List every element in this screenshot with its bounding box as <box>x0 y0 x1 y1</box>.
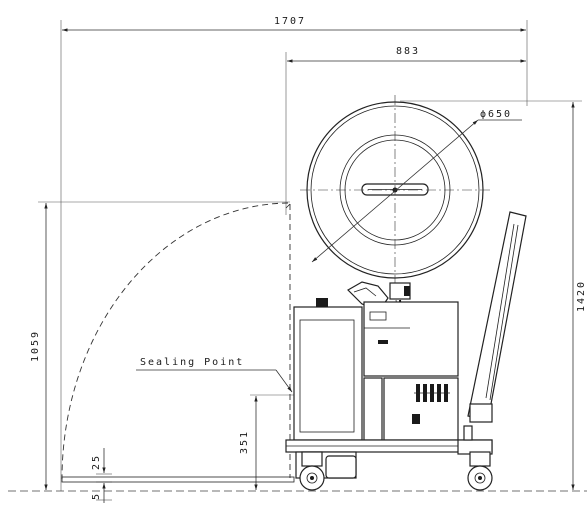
dimension-overall-height: 1420 <box>400 100 587 490</box>
dimension-text-overall-height: 1420 <box>576 280 587 312</box>
reel-diameter-text: ϕ650 <box>480 109 512 120</box>
dimension-door-height: 1059 <box>30 201 290 490</box>
door-open-position <box>61 476 295 483</box>
caster-right <box>467 451 493 491</box>
dimension-overall-length: 1707 <box>60 16 528 491</box>
bumper-block <box>325 455 357 479</box>
handle-bar <box>467 211 527 423</box>
dimension-text-clearance-upper: 25 <box>91 454 102 470</box>
dimension-text-clearance-lower: 5 <box>91 492 102 500</box>
dimension-text-overall-length: 1707 <box>274 16 306 27</box>
sealing-point-label: Sealing Point <box>140 357 244 368</box>
reel-diameter-leader <box>311 119 479 263</box>
dimension-text-machine-length: 883 <box>396 46 420 57</box>
dimension-clearances: 25 5 <box>91 448 112 503</box>
strap-reel: ϕ650 <box>300 95 522 285</box>
dimension-text-door-height: 1059 <box>30 330 41 362</box>
machine-body <box>285 298 493 479</box>
dimension-text-sealing-height: 351 <box>239 430 250 454</box>
dimension-machine-length: 883 <box>285 46 526 215</box>
dimension-sealing-height: 351 <box>239 394 300 490</box>
caster-left <box>299 451 325 491</box>
door-swing-arc <box>61 202 289 480</box>
sealing-point-callout: Sealing Point <box>136 357 293 393</box>
vent-grille <box>414 384 450 402</box>
